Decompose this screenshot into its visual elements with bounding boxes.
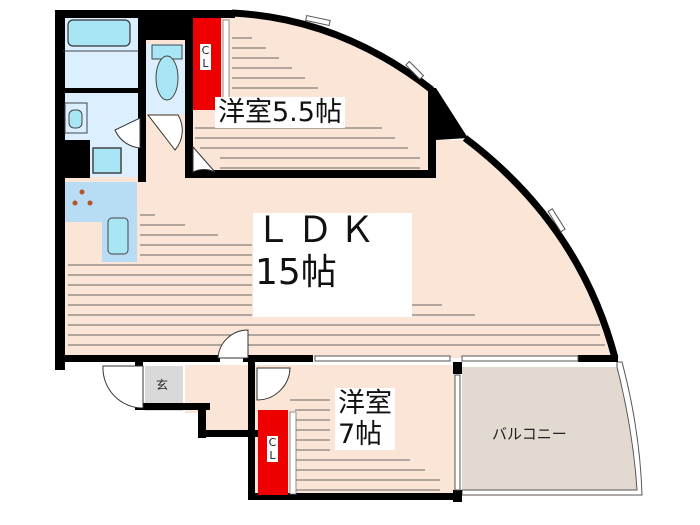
western-room-1-floor	[190, 15, 428, 172]
toilet-bowl	[155, 55, 179, 101]
door-swing	[192, 145, 216, 173]
curved-wall-ldk	[462, 135, 619, 359]
closet-1-label: C L	[200, 44, 211, 70]
door-swing	[256, 367, 291, 401]
walls	[55, 10, 618, 502]
closet-2-label-c: C	[268, 436, 277, 449]
floor-lines	[68, 37, 605, 491]
stove-burner	[79, 189, 85, 195]
washbasin-bowl	[68, 109, 83, 129]
ldk-name: ＬＤＫ	[255, 210, 382, 251]
western-room-2-size: 7帖	[338, 419, 383, 450]
washing-machine	[92, 147, 122, 174]
western-room-2-label: 洋室 7帖	[335, 388, 395, 450]
western-room-2-name: 洋室	[338, 388, 392, 419]
closet-2-label-l: L	[269, 449, 276, 462]
ldk-label: ＬＤＫ 15帖	[253, 213, 412, 317]
closet-2-label: C L	[267, 436, 278, 462]
windows	[305, 14, 579, 491]
bathtub	[67, 19, 131, 47]
closet-1-label-c: C	[201, 44, 210, 57]
closet-1-label-l: L	[202, 57, 209, 70]
balcony-label: バルコニー	[492, 425, 567, 443]
kitchen-sink	[107, 217, 129, 255]
stove-burner	[72, 200, 78, 206]
entrance-label: 玄	[156, 378, 169, 392]
balcony-floor	[462, 367, 637, 490]
ldk-size: 15帖	[255, 252, 337, 293]
door-swing	[102, 365, 144, 409]
entry-hall-floor	[185, 365, 250, 432]
door-swing	[114, 117, 141, 149]
western-room-1-label: 洋室5.5帖	[215, 97, 345, 128]
stove-burner	[87, 200, 93, 206]
door-swing	[146, 114, 183, 151]
door-swing	[217, 329, 249, 359]
curved-wall-outer	[231, 9, 435, 93]
doors	[102, 114, 291, 409]
